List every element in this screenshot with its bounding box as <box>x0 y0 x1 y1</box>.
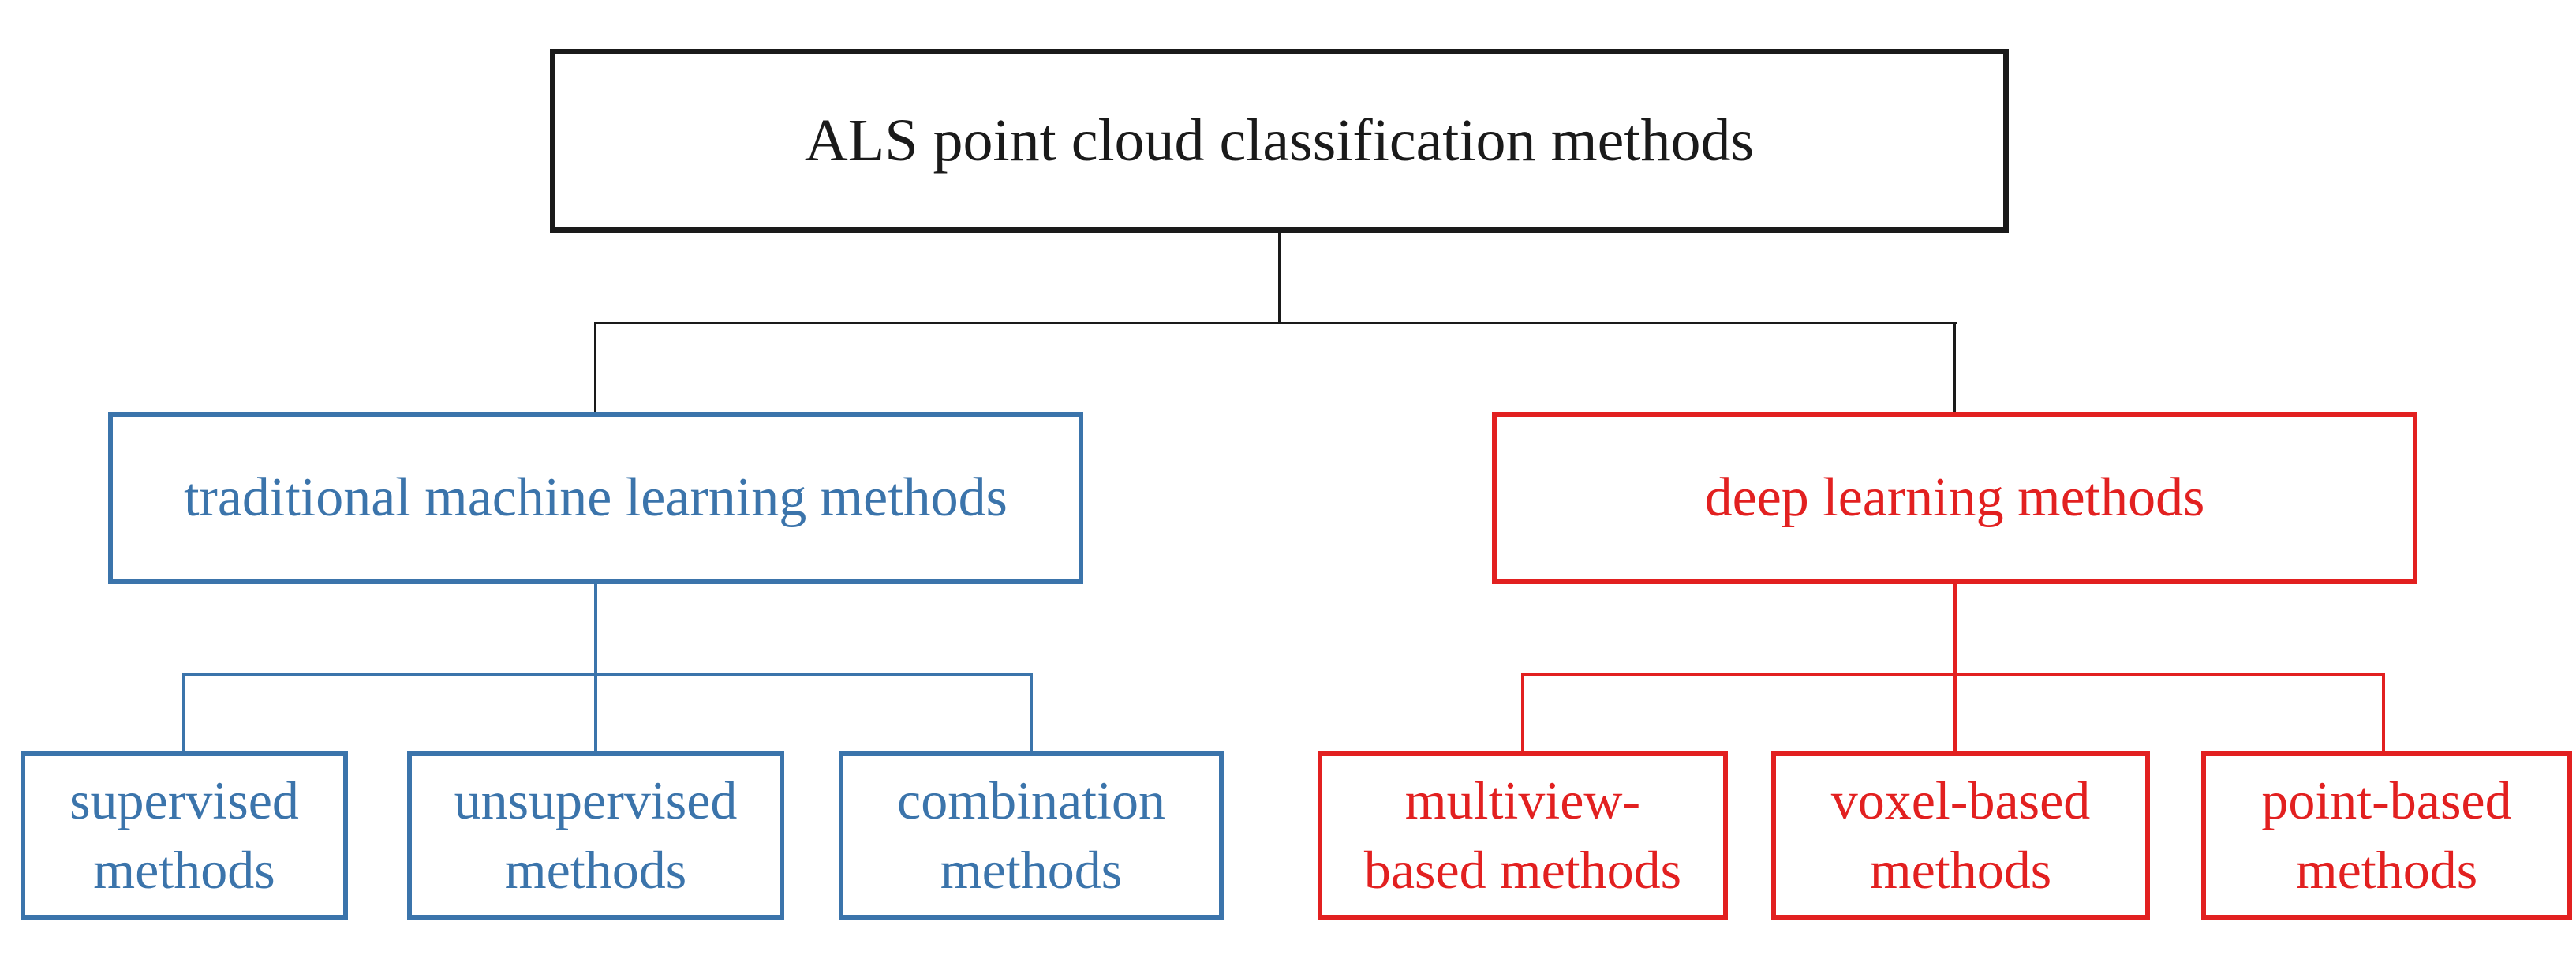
connector-stub-voxel <box>1953 673 1957 753</box>
connector-drop-deep <box>1953 322 1956 414</box>
leaf-supervised-label: supervised methods <box>69 770 299 900</box>
leaf-multiview-label: multiview- based methods <box>1363 770 1682 900</box>
leaf-box-unsupervised: unsupervised methods <box>407 751 784 920</box>
connector-traditional-trunk <box>594 584 597 674</box>
connector-traditional-bar <box>182 673 1033 676</box>
connector-deep-trunk <box>1953 584 1957 674</box>
branch-box-deep-learning: deep learning methods <box>1492 412 2417 584</box>
branch-box-traditional-ml: traditional machine learning methods <box>108 412 1083 584</box>
leaf-point-label: point-based methods <box>2261 770 2512 900</box>
connector-stub-combination <box>1030 673 1033 753</box>
leaf-box-voxel-based: voxel-based methods <box>1771 751 2150 920</box>
leaf-voxel-label: voxel-based methods <box>1830 770 2091 900</box>
leaf-box-supervised: supervised methods <box>21 751 348 920</box>
connector-stub-multiview <box>1521 673 1524 753</box>
connector-root-trunk <box>1278 233 1281 324</box>
connector-root-bar <box>594 322 1957 324</box>
branch-traditional-label: traditional machine learning methods <box>184 467 1008 528</box>
leaf-box-point-based: point-based methods <box>2201 751 2572 920</box>
branch-deep-label: deep learning methods <box>1704 467 2205 528</box>
leaf-box-combination: combination methods <box>839 751 1224 920</box>
leaf-combination-label: combination methods <box>897 770 1165 900</box>
leaf-box-multiview-based: multiview- based methods <box>1318 751 1728 920</box>
leaf-unsupervised-label: unsupervised methods <box>454 770 738 900</box>
root-box-label: ALS point cloud classification methods <box>804 107 1755 174</box>
connector-deep-bar <box>1521 673 2385 676</box>
connector-stub-point <box>2382 673 2385 753</box>
connector-stub-supervised <box>182 673 185 753</box>
root-box-als-classification: ALS point cloud classification methods <box>550 49 2009 233</box>
connector-stub-unsupervised <box>594 673 597 753</box>
connector-drop-traditional <box>594 322 596 414</box>
